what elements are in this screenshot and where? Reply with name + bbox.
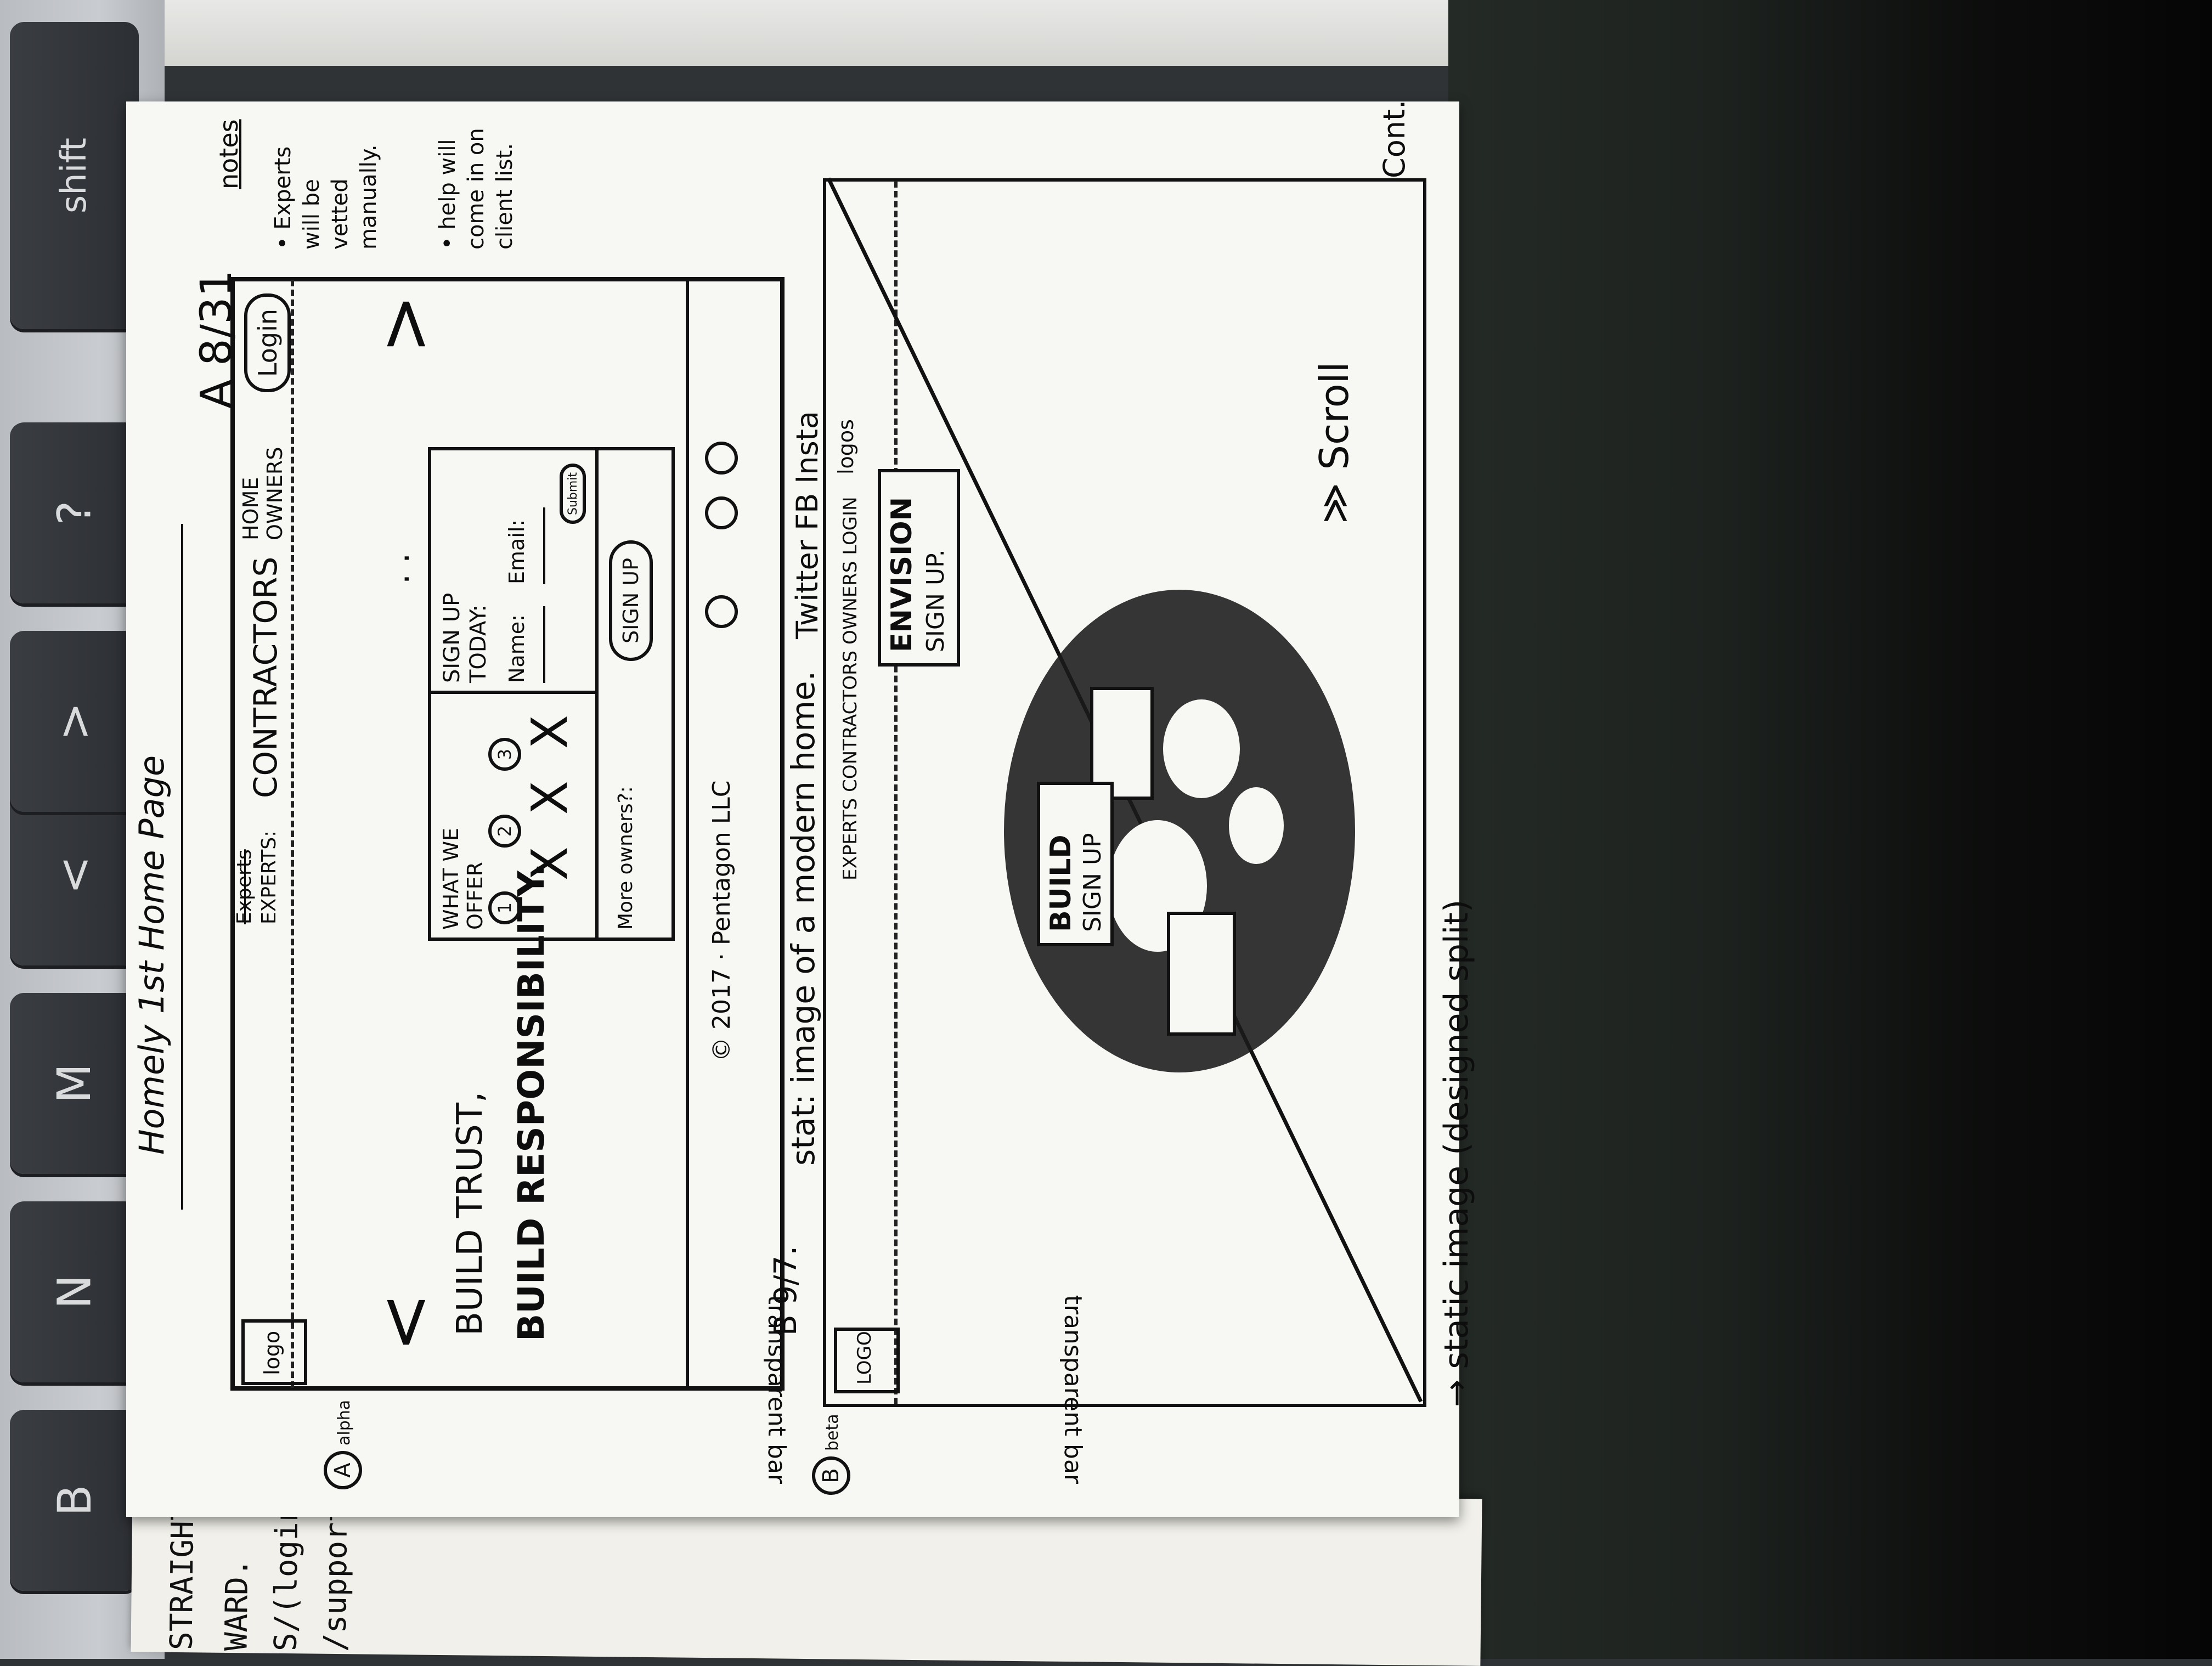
sketch-content: Homely 1st Home Page A 8/31 logo Experts…: [126, 99, 1476, 1517]
transparent-bar-note-a: transparent bar: [763, 1295, 791, 1484]
key-period: >: [10, 631, 139, 812]
key-b: B: [10, 1410, 139, 1591]
transparent-bar-note-b: transparent bar: [1059, 1295, 1087, 1484]
key-n: N: [10, 1201, 139, 1382]
key-label: shift: [54, 137, 95, 214]
key-label: >: [47, 702, 101, 741]
envision-signup[interactable]: SIGN UP.: [922, 549, 950, 652]
key-m: M: [10, 993, 139, 1174]
build-banner: BUILD SIGN UP: [1037, 782, 1114, 946]
envision-banner: ENVISION SIGN UP.: [878, 469, 960, 667]
lower-card-line: STRAIGHT: [163, 1502, 201, 1651]
build-signup[interactable]: SIGN UP: [1079, 833, 1107, 932]
key-label: N: [47, 1274, 101, 1309]
key-label: ?: [47, 500, 101, 526]
beta-sub: beta: [823, 1414, 842, 1451]
lower-card-line: WARD.: [218, 1558, 256, 1651]
alpha-marker: A: [324, 1451, 362, 1489]
notes-heading: notes: [214, 119, 244, 189]
key-shift: shift: [10, 22, 139, 329]
key-comma: <: [10, 784, 139, 965]
key-slash: ?: [10, 422, 139, 603]
alpha-sub: alpha: [335, 1399, 354, 1445]
lower-card-line: /support: [317, 1503, 355, 1652]
note-2: • help will come in on client list.: [435, 128, 517, 250]
scroll-hint: ≫ Scroll: [1311, 362, 1357, 524]
beta-marker: B: [812, 1456, 850, 1495]
key-label: M: [47, 1063, 101, 1104]
frame-b-split-line: [826, 177, 1423, 1403]
key-label: <: [47, 855, 101, 895]
sketch-paper: Homely 1st Home Page A 8/31 logo Experts…: [126, 99, 1476, 1517]
continued-note: Cont.: [1377, 99, 1412, 178]
bottom-caption: → static image (designed split): [1437, 899, 1476, 1407]
envision-label: ENVISION: [885, 496, 918, 652]
key-label: B: [47, 1484, 101, 1516]
note-1: • Experts will be vetted manually.: [270, 144, 381, 250]
build-label: BUILD: [1045, 834, 1077, 932]
desk-dark-surface: [1448, 0, 2212, 1659]
